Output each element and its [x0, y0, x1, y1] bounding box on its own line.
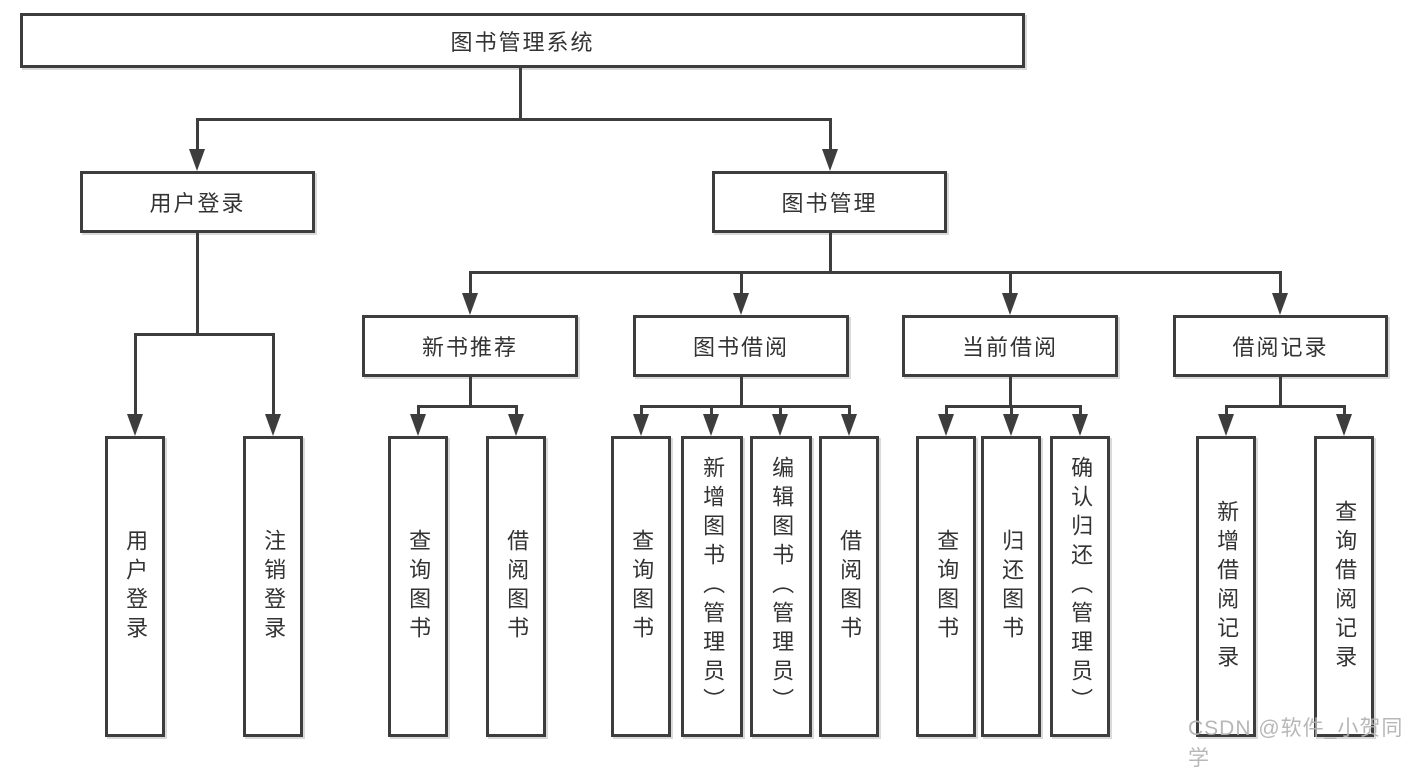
- connector-drop: [710, 408, 713, 415]
- connector-drop: [1343, 408, 1346, 415]
- node-label: 编辑图书（管理员）: [769, 456, 795, 717]
- leaf-logout: 注销登录: [243, 436, 303, 737]
- csdn-watermark: CSDN @软件_小贺同学: [1188, 717, 1404, 770]
- arrowhead-icon: [1336, 414, 1352, 436]
- node-label: 新书推荐: [421, 335, 518, 360]
- connector-root-stem: [519, 66, 522, 121]
- arrowhead-icon: [841, 414, 857, 436]
- node-label: 查询图书: [934, 528, 960, 645]
- connector-group1-stem: [469, 375, 472, 407]
- arrowhead-icon: [127, 414, 143, 436]
- arrowhead-icon: [772, 414, 788, 436]
- connector-drop: [779, 408, 782, 415]
- connector-level2-bar: [469, 271, 1282, 274]
- node-library-management-system: 图书管理系统: [20, 13, 1025, 68]
- connector-drop-leaf-logout: [272, 336, 275, 415]
- leaf-confirm-return-admin: 确认归还（管理员）: [1050, 436, 1110, 737]
- arrowhead-icon: [462, 293, 478, 315]
- node-label: 借阅图书: [837, 528, 863, 645]
- leaf-query-borrow-record: 查询借阅记录: [1314, 436, 1374, 737]
- arrowhead-icon: [1072, 414, 1088, 436]
- arrowhead-icon: [410, 414, 426, 436]
- connector-drop-borrow-records: [1279, 274, 1282, 294]
- node-current-borrowing: 当前借阅: [902, 315, 1118, 377]
- node-label: 当前借阅: [961, 335, 1058, 360]
- connector-drop-user-login: [196, 120, 199, 151]
- connector-drop: [417, 408, 420, 415]
- connector-drop: [848, 408, 851, 415]
- leaf-borrow-books-recommend: 借阅图书: [486, 436, 546, 737]
- arrowhead-icon: [1003, 414, 1019, 436]
- arrowhead-icon: [265, 414, 281, 436]
- connector-drop-book-borrow: [740, 274, 743, 294]
- node-label: 新增图书（管理员）: [700, 456, 726, 717]
- leaf-add-books-admin: 新增图书（管理员）: [681, 436, 743, 737]
- node-label: 图书借阅: [692, 335, 789, 360]
- node-label: 借阅记录: [1232, 335, 1329, 360]
- leaf-add-borrow-record: 新增借阅记录: [1196, 436, 1256, 737]
- connector-group2-bar: [640, 405, 851, 408]
- connector-drop: [945, 408, 948, 415]
- connector-drop: [640, 408, 643, 415]
- arrowhead-icon: [1218, 414, 1234, 436]
- arrowhead-icon: [1002, 293, 1018, 315]
- node-user-login: 用户登录: [80, 171, 315, 233]
- leaf-borrow-books: 借阅图书: [819, 436, 879, 737]
- leaf-user-login: 用户登录: [105, 436, 165, 737]
- node-borrowing-records: 借阅记录: [1173, 315, 1388, 377]
- node-book-management: 图书管理: [712, 171, 947, 233]
- leaf-edit-books-admin: 编辑图书（管理员）: [750, 436, 812, 737]
- node-label: 查询图书: [406, 528, 432, 645]
- connector-drop: [1079, 408, 1082, 415]
- connector-drop: [1010, 408, 1013, 415]
- node-label: 用户登录: [123, 528, 149, 645]
- connector-level1-bar: [196, 118, 832, 121]
- arrowhead-icon: [938, 414, 954, 436]
- arrowhead-icon: [822, 149, 838, 171]
- node-label: 图书管理系统: [450, 29, 595, 55]
- connector-group4-stem: [1279, 375, 1282, 407]
- arrowhead-icon: [189, 149, 205, 171]
- connector-drop-book-management: [829, 120, 832, 151]
- connector-drop-leaf-user-login: [134, 336, 137, 415]
- leaf-return-books: 归还图书: [981, 436, 1041, 737]
- node-label: 确认归还（管理员）: [1068, 456, 1094, 717]
- leaf-query-books-current: 查询图书: [916, 436, 976, 737]
- leaf-query-books-recommend: 查询图书: [388, 436, 448, 737]
- connector-drop-new-book: [469, 274, 472, 294]
- node-label: 新增借阅记录: [1214, 499, 1240, 674]
- node-label: 注销登录: [261, 528, 287, 645]
- node-book-borrowing: 图书借阅: [633, 315, 849, 377]
- node-label: 归还图书: [999, 528, 1025, 645]
- arrowhead-icon: [508, 414, 524, 436]
- node-label: 图书管理: [781, 191, 878, 216]
- node-new-book-recommendation: 新书推荐: [362, 315, 578, 377]
- node-label: 借阅图书: [504, 528, 530, 645]
- connector-user-login-stem: [196, 231, 199, 335]
- arrowhead-icon: [733, 293, 749, 315]
- connector-drop-current-borrow: [1009, 274, 1012, 294]
- leaf-query-books-borrow: 查询图书: [611, 436, 671, 737]
- connector-group3-stem: [1009, 375, 1012, 407]
- connector-book-management-stem: [829, 231, 832, 273]
- arrowhead-icon: [1272, 293, 1288, 315]
- node-label: 查询借阅记录: [1332, 499, 1358, 674]
- connector-drop: [515, 408, 518, 415]
- arrowhead-icon: [633, 414, 649, 436]
- connector-group3-bar: [945, 405, 1082, 408]
- connector-group2-stem: [740, 375, 743, 407]
- node-label: 查询图书: [629, 528, 655, 645]
- connector-group4-bar: [1225, 405, 1346, 408]
- node-label: 用户登录: [149, 191, 246, 216]
- connector-drop: [1225, 408, 1228, 415]
- connector-group1-bar: [417, 405, 518, 408]
- connector-user-login-bar: [134, 333, 275, 336]
- arrowhead-icon: [703, 414, 719, 436]
